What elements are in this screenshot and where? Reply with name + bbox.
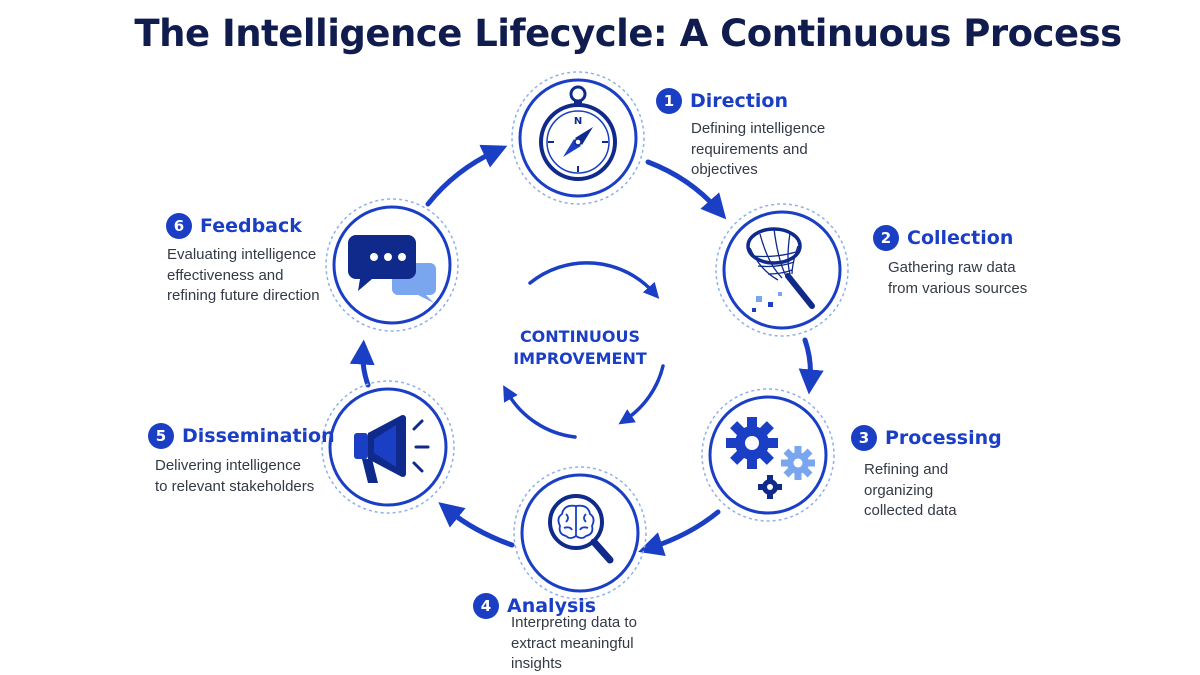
step-number-badge: 6: [166, 213, 192, 239]
step-title-direction: Direction: [690, 90, 788, 112]
step-analysis-header: 4 Analysis: [473, 593, 596, 619]
arrow-processing-to-analysis: [638, 509, 721, 557]
arrow-dissemination-to-feedback: [349, 339, 375, 388]
step-feedback-header: 6 Feedback: [166, 213, 302, 239]
cycle-arrows: [349, 144, 824, 557]
arrow-analysis-to-dissemination: [438, 502, 515, 548]
step-description-direction: Defining intelligence requirements and o…: [691, 120, 826, 178]
step-title-collection: Collection: [907, 227, 1014, 249]
step-number-badge: 4: [473, 593, 499, 619]
step-description-analysis: Interpreting data to extract meaningful …: [511, 614, 637, 672]
center-label-line1: CONTINUOUS: [519, 327, 641, 346]
compass-icon: N: [539, 85, 617, 181]
brain-magnifier-icon: [548, 494, 614, 564]
center-label-line2: IMPROVEMENT: [513, 349, 647, 368]
chat-bubbles-icon: [348, 235, 436, 303]
net-icon: [746, 227, 815, 312]
step-description-feedback: Evaluating intelligence effectiveness an…: [167, 246, 320, 304]
inner-cycle-arrows: [503, 261, 665, 439]
step-title-feedback: Feedback: [200, 215, 302, 237]
step-number-badge: 5: [148, 423, 174, 449]
step-number-badge: 3: [851, 425, 877, 451]
center-label: CONTINUOUS IMPROVEMENT: [480, 326, 680, 370]
step-title-processing: Processing: [885, 427, 1002, 449]
step-direction-header: 1 Direction: [656, 88, 788, 114]
step-collection-header: 2 Collection: [873, 225, 1013, 251]
gears-icon: [726, 417, 815, 499]
step-title-dissemination: Dissemination: [182, 425, 335, 447]
page-title: The Intelligence Lifecycle: A Continuous…: [134, 12, 1122, 55]
svg-text:N: N: [574, 116, 582, 127]
arrow-collection-to-processing: [798, 337, 824, 395]
megaphone-icon: [354, 415, 430, 483]
step-circle-collection: [715, 203, 849, 337]
step-number-badge: 1: [656, 88, 682, 114]
step-title-analysis: Analysis: [507, 595, 597, 617]
step-description-dissemination: Delivering intelligence to relevant stak…: [155, 457, 315, 495]
arrow-feedback-to-direction: [425, 144, 508, 207]
step-description-collection: Gathering raw data from various sources: [888, 259, 1028, 297]
arrow-direction-to-collection: [645, 159, 727, 220]
step-dissemination-header: 5 Dissemination: [148, 423, 335, 449]
step-description-processing: Refining and organizing collected data: [864, 461, 957, 519]
step-number-badge: 2: [873, 225, 899, 251]
step-processing-header: 3 Processing: [851, 425, 1002, 451]
